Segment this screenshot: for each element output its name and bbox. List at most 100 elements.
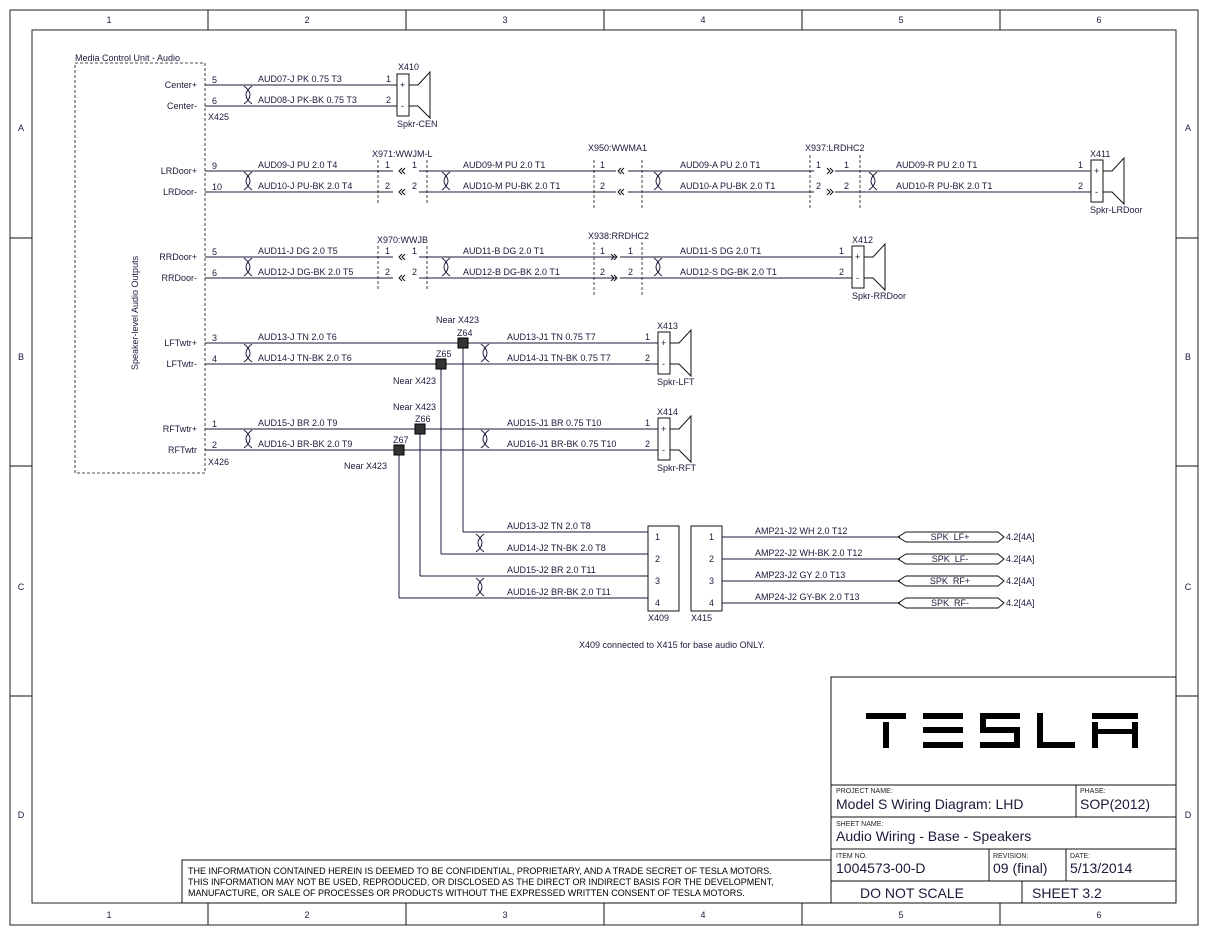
pin-label: LRDoor- <box>163 187 197 197</box>
col-label: 1 <box>106 910 111 920</box>
phase-label: PHASE: <box>1080 788 1106 795</box>
wire-label: AUD16-J2 BR-BK 2.0 T11 <box>507 587 611 597</box>
output-ref: 4.2[4A] <box>1006 554 1035 564</box>
row-label: C <box>18 582 25 592</box>
title-block: TESLA PROJECT NAME: Model S Wiring Diagr… <box>830 676 1177 904</box>
splice-label: Z67 <box>393 435 409 445</box>
splice-near-label: Near X423 <box>344 461 387 471</box>
pin-number: 6 <box>212 268 217 278</box>
pin-number: 2 <box>839 267 844 277</box>
pin-number: 2 <box>600 181 605 191</box>
output-label: SPK_LF- <box>932 554 969 564</box>
col-label: 4 <box>700 15 705 25</box>
wire-label: AUD16-J1 BR-BK 0.75 T10 <box>507 439 616 449</box>
speaker-lft-label: Spkr-LFT <box>657 377 695 387</box>
pin-number: 1 <box>385 160 390 170</box>
output-label: SPK_RF- <box>931 598 969 608</box>
speaker-rft-icon <box>670 414 692 464</box>
pin-number: 2 <box>412 267 417 277</box>
pin-number: 1 <box>386 74 391 84</box>
pin-number: 1 <box>709 532 714 542</box>
row-label: D <box>18 810 25 820</box>
plus-sign: + <box>400 80 405 90</box>
splice-z67 <box>393 444 405 456</box>
pin-number: 2 <box>1078 181 1083 191</box>
pin-number: 1 <box>1078 160 1083 170</box>
splice-label: Z65 <box>436 349 452 359</box>
col-label: 3 <box>502 15 507 25</box>
wire-label: AUD14-J2 TN-BK 2.0 T8 <box>507 543 606 553</box>
pin-number: 1 <box>412 160 417 170</box>
connector-x409-body <box>647 525 680 612</box>
speaker-cen-icon <box>409 70 431 120</box>
wire-label: AUD09-M PU 2.0 T1 <box>463 160 545 170</box>
row-label: A <box>18 123 24 133</box>
col-label: 5 <box>898 910 903 920</box>
confidential-line: THE INFORMATION CONTAINED HEREIN IS DEEM… <box>188 866 772 876</box>
pin-number: 1 <box>816 160 821 170</box>
speaker-lft-connector: X413 <box>657 321 678 331</box>
splice-near-label: Near X423 <box>436 315 479 325</box>
phase-value: SOP(2012) <box>1080 796 1150 812</box>
output-label: SPK_RF+ <box>930 576 970 586</box>
inline-connector-label: X937:LRDHC2 <box>805 143 865 153</box>
pin-number: 3 <box>709 576 714 586</box>
confidential-line: MANUFACTURE, OR SALE OF PROCESSES OR PRO… <box>188 888 745 898</box>
pin-label: LFTwtr- <box>167 359 198 369</box>
pin-label: Center- <box>167 101 197 111</box>
splice-z64 <box>457 337 469 349</box>
wire-label: AUD09-R PU 2.0 T1 <box>896 160 977 170</box>
mcu-pin-labels: Center+ Center- LRDoor+ LRDoor- RRDoor+ … <box>159 80 197 455</box>
splice-label: Z66 <box>415 414 431 424</box>
plus-sign: + <box>855 252 860 262</box>
pin-number: 2 <box>628 267 633 277</box>
offpage-arrow-lf-minus <box>897 553 1005 565</box>
speaker-rrdoor-body <box>851 245 865 289</box>
col-label: 6 <box>1096 15 1101 25</box>
pin-label: RFTwtr+ <box>163 424 197 434</box>
wire-label: AUD13-J2 TN 2.0 T8 <box>507 521 591 531</box>
sheet-number: SHEET 3.2 <box>1032 885 1102 901</box>
wire-label: AUD15-J1 BR 0.75 T10 <box>507 418 601 428</box>
speaker-lft-body <box>657 331 671 375</box>
pin-number: 1 <box>600 160 605 170</box>
project-name: Model S Wiring Diagram: LHD <box>836 796 1024 812</box>
pin-number: 9 <box>212 161 217 171</box>
pin-number: 1 <box>655 532 660 542</box>
pin-number: 2 <box>600 267 605 277</box>
speaker-rft-label: Spkr-RFT <box>657 463 696 473</box>
wire-label: AMP24-J2 GY-BK 2.0 T13 <box>755 592 860 602</box>
sheet-name-label: SHEET NAME: <box>836 821 883 828</box>
diagram-note: X409 connected to X415 for base audio ON… <box>579 640 765 650</box>
item-no: 1004573-00-D <box>836 860 926 876</box>
wire-label: AUD16-J BR-BK 2.0 T9 <box>258 439 352 449</box>
offpage-arrow-rf-minus <box>897 597 1005 609</box>
speaker-rrdoor-label: Spkr-RRDoor <box>852 291 906 301</box>
pin-number: 2 <box>385 267 390 277</box>
circuit-rrdoor: AUD11-J DG 2.0 T5 AUD12-J DG-BK 2.0 T5 X… <box>205 231 906 301</box>
wire-label: AUD11-J DG 2.0 T5 <box>258 246 338 256</box>
pin-number: 2 <box>212 440 217 450</box>
speaker-cen-connector: X410 <box>398 62 419 72</box>
pin-number: 4 <box>212 354 217 364</box>
tesla-logo-text: TESLA <box>866 738 870 741</box>
pin-number: 4 <box>655 598 660 608</box>
pin-label: RFTwtr <box>168 445 197 455</box>
inline-connector-label: X971:WWJM-L <box>372 149 433 159</box>
pin-label: RRDoor- <box>161 273 197 283</box>
splice-z66 <box>414 423 426 435</box>
pin-number: 1 <box>839 246 844 256</box>
wire-label: AUD10-J PU-BK 2.0 T4 <box>258 181 352 191</box>
inline-connector-label: X970:WWJB <box>377 235 428 245</box>
connector-x426: X426 <box>208 457 229 467</box>
splice-near-label: Near X423 <box>393 402 436 412</box>
pin-label: LRDoor+ <box>161 166 197 176</box>
row-label: B <box>1185 352 1191 362</box>
pin-number: 2 <box>412 181 417 191</box>
sheet-name: Audio Wiring - Base - Speakers <box>836 828 1031 844</box>
col-label: 2 <box>304 15 309 25</box>
row-label: A <box>1185 123 1191 133</box>
revision-label: REVISION: <box>993 853 1028 860</box>
output-ref: 4.2[4A] <box>1006 576 1035 586</box>
